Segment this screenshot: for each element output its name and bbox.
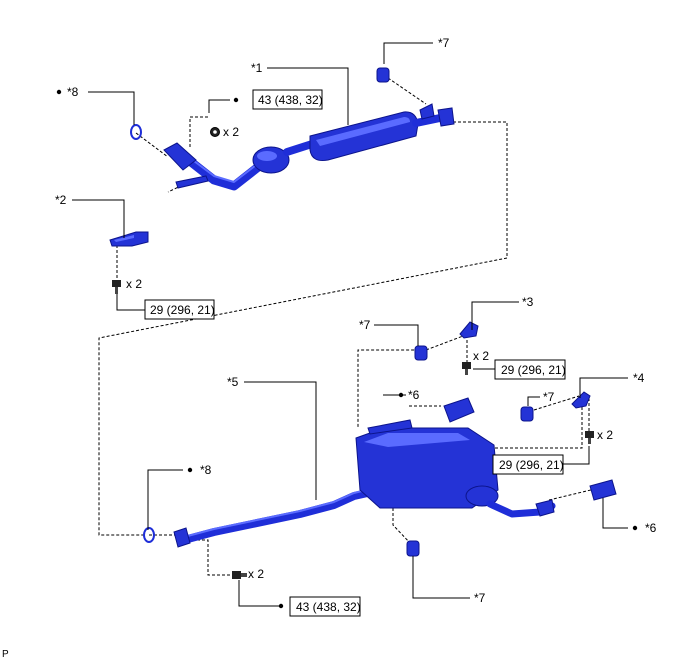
torque-value-lower: 43 (438, 32) bbox=[296, 600, 361, 614]
tail-pipe-assembly bbox=[173, 419, 556, 548]
figure-code: P bbox=[2, 649, 9, 658]
callout-8-top: *8 bbox=[67, 85, 79, 99]
bolt-bracket-3 bbox=[462, 362, 471, 375]
callout-7-front: *7 bbox=[359, 318, 371, 332]
callout-2: *2 bbox=[55, 193, 67, 207]
callout-6-upper: *6 bbox=[408, 388, 420, 402]
torque-box-bracket-4: 29 (296, 21) bbox=[492, 454, 564, 475]
callout-7-lower: *7 bbox=[474, 591, 486, 605]
quantity-bolt-lower: x 2 bbox=[248, 567, 264, 581]
bolt-front-bracket bbox=[112, 280, 121, 294]
quantity-bolt-4: x 2 bbox=[597, 428, 613, 442]
support-cushion-middle bbox=[520, 406, 534, 422]
leader-lines bbox=[72, 42, 628, 607]
support-cushion-lower bbox=[406, 540, 420, 557]
quantity-bolt-3: x 2 bbox=[473, 349, 489, 363]
bolt-lower bbox=[232, 571, 247, 579]
torque-value-bracket-3: 29 (296, 21) bbox=[501, 363, 566, 377]
callout-5: *5 bbox=[227, 375, 239, 389]
torque-box-upper: 43 (438, 32) bbox=[252, 89, 323, 110]
callout-6-lower: *6 bbox=[645, 521, 657, 535]
callout-3: *3 bbox=[522, 295, 534, 309]
callout-4: *4 bbox=[633, 371, 645, 385]
gasket-lower bbox=[143, 527, 155, 543]
callout-7-top: *7 bbox=[438, 36, 450, 50]
bullet-dots bbox=[56, 89, 638, 609]
callout-7-middle: *7 bbox=[543, 390, 555, 404]
bolt-bracket-4 bbox=[585, 431, 594, 444]
torque-value-upper: 43 (438, 32) bbox=[258, 93, 323, 107]
quantity-nut-upper: x 2 bbox=[223, 125, 239, 139]
tail-cover-lower bbox=[589, 479, 617, 501]
front-exhaust-pipe-assembly bbox=[163, 103, 455, 191]
gasket-upper bbox=[130, 124, 142, 140]
torque-value-bracket-4: 29 (296, 21) bbox=[499, 458, 564, 472]
support-cushion-front bbox=[414, 345, 428, 361]
bracket-front bbox=[109, 231, 149, 247]
bracket-muffler-rear bbox=[571, 391, 591, 409]
bracket-muffler-front bbox=[459, 321, 479, 339]
callout-8-lower: *8 bbox=[200, 463, 212, 477]
callout-1: *1 bbox=[251, 61, 263, 75]
nut-upper bbox=[210, 127, 220, 137]
torque-box-bracket-3: 29 (296, 21) bbox=[494, 359, 566, 380]
torque-box-front-bracket: 29 (296, 21) bbox=[144, 299, 215, 320]
tail-cover-upper bbox=[443, 397, 475, 423]
quantity-bolt-front: x 2 bbox=[126, 277, 142, 291]
torque-value-front-bracket: 29 (296, 21) bbox=[150, 303, 215, 317]
torque-box-lower: 43 (438, 32) bbox=[289, 596, 361, 617]
support-cushion-upper bbox=[376, 67, 390, 83]
